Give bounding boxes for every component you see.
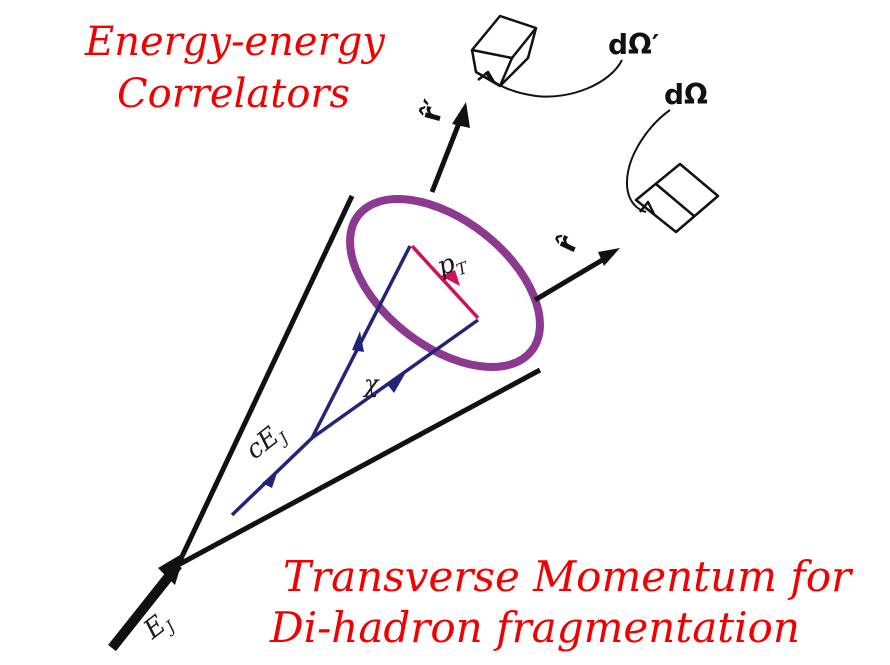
parton-arrow-upper: [352, 331, 364, 352]
jet-incoming-line: [108, 561, 182, 652]
eec-title-line1: Energy-energy: [84, 19, 386, 65]
cone-left-edge: [175, 194, 355, 567]
label-fraction-energy: cEJ: [240, 416, 293, 468]
tmd-title-line1: Transverse Momentum for: [283, 552, 854, 601]
label-pt: pT: [433, 244, 471, 285]
r-prime-arrowhead: [452, 102, 470, 128]
r-prime-arrow-line: [429, 117, 464, 193]
pt-vector-line: [410, 244, 480, 320]
label-r-hat: r̂: [549, 230, 585, 257]
cone-right-edge: [176, 367, 542, 568]
detector-box-omega: [634, 162, 720, 234]
parton-arrow-trunk: [262, 470, 278, 488]
r-arrowhead: [598, 248, 620, 266]
r-arrow-line: [533, 256, 606, 303]
label-d-omega: dΩ: [664, 78, 708, 111]
detector-box-omega-prime: [470, 14, 538, 88]
tmd-title-line2: Di-hadron fragmentation: [269, 603, 800, 652]
eec-title-line2: Correlators: [117, 71, 350, 117]
parton-line-lower: [310, 318, 480, 440]
parton-arrow-lower: [387, 374, 405, 393]
label-r-hat-prime: r̂′: [414, 96, 451, 125]
pt-vector-arrowhead: [441, 270, 460, 286]
label-d-omega-prime: dΩ′: [608, 28, 659, 61]
cone-ring: [346, 195, 544, 371]
label-chi: χ: [362, 370, 380, 398]
omega-prime-leader: [485, 59, 623, 98]
omega-leader: [626, 109, 671, 213]
